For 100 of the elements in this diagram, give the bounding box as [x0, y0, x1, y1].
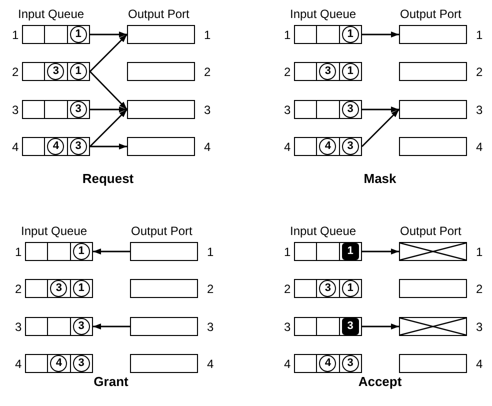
- row-number: 1: [204, 28, 211, 42]
- highlighted-number: 3: [342, 318, 359, 335]
- column-heading: Input Queue: [290, 7, 356, 21]
- arrow: [90, 106, 127, 112]
- input-queue-box: [25, 242, 93, 261]
- input-queue-box: [294, 354, 362, 373]
- crossed-output-port-box: [399, 242, 467, 261]
- panel-caption: Grant: [94, 375, 128, 389]
- crossed-output-port-box: [399, 317, 467, 336]
- circled-number: 1: [342, 63, 359, 80]
- column-heading: Output Port: [128, 7, 190, 21]
- circled-number: 4: [47, 138, 64, 155]
- row-number: 1: [476, 28, 483, 42]
- output-port-box: [127, 62, 195, 81]
- input-queue-box: [294, 62, 362, 81]
- row-number: 2: [284, 65, 291, 79]
- row-number: 3: [476, 320, 483, 334]
- circled-number: 1: [342, 280, 359, 297]
- input-queue-box: [294, 100, 362, 119]
- column-heading: Output Port: [400, 224, 462, 238]
- arrow: [90, 34, 128, 72]
- row-number: 4: [204, 140, 211, 154]
- arrow: [362, 324, 399, 330]
- row-number: 4: [476, 140, 483, 154]
- arrow: [90, 32, 127, 38]
- circled-number: 3: [70, 101, 87, 118]
- circled-number: 3: [319, 280, 336, 297]
- circled-number: 1: [342, 26, 359, 43]
- circled-number: 4: [50, 355, 68, 372]
- row-number: 2: [15, 282, 22, 296]
- input-queue-box: [294, 25, 362, 44]
- panel-caption: Request: [82, 172, 134, 186]
- row-number: 2: [12, 65, 19, 79]
- highlighted-number: 1: [342, 243, 359, 260]
- circled-number: 3: [47, 63, 64, 80]
- arrow: [362, 109, 400, 147]
- arrow: [362, 32, 399, 38]
- row-number: 2: [476, 282, 483, 296]
- input-queue-box: [294, 279, 362, 298]
- input-queue-box: [294, 137, 362, 156]
- input-queue-box: [294, 317, 362, 336]
- row-number: 1: [284, 245, 291, 259]
- circled-number: 1: [72, 280, 90, 297]
- column-heading: Input Queue: [290, 224, 356, 238]
- row-number: 3: [12, 103, 19, 117]
- column-heading: Input Queue: [21, 224, 88, 238]
- row-number: 1: [476, 245, 483, 259]
- circled-number: 3: [342, 101, 359, 118]
- input-queue-box: [22, 25, 90, 44]
- output-port-box: [127, 25, 195, 44]
- column-heading: Input Queue: [18, 7, 84, 21]
- arrow: [93, 324, 130, 330]
- circled-number: 1: [72, 243, 90, 260]
- output-port-box: [130, 279, 198, 298]
- row-number: 3: [284, 103, 291, 117]
- output-port-box: [130, 242, 198, 261]
- output-port-box: [399, 25, 467, 44]
- arrow: [90, 144, 127, 150]
- circled-number: 3: [342, 355, 359, 372]
- panel-caption: Mask: [364, 172, 396, 186]
- row-number: 1: [15, 245, 22, 259]
- output-port-box: [127, 100, 195, 119]
- circled-number: 3: [342, 138, 359, 155]
- row-number: 2: [476, 65, 483, 79]
- row-number: 1: [284, 28, 291, 42]
- circled-number: 4: [319, 355, 336, 372]
- output-port-box: [399, 100, 467, 119]
- output-port-box: [130, 317, 198, 336]
- circled-number: 3: [319, 63, 336, 80]
- input-queue-box: [22, 100, 90, 119]
- arrow: [90, 71, 128, 110]
- column-heading: Output Port: [131, 224, 192, 238]
- arrow: [90, 109, 128, 147]
- input-queue-box: [25, 317, 93, 336]
- circled-number: 3: [72, 355, 90, 372]
- circled-number: 3: [72, 318, 90, 335]
- row-number: 3: [284, 320, 291, 334]
- input-queue-box: [22, 137, 90, 156]
- row-number: 3: [476, 103, 483, 117]
- input-queue-box: [25, 279, 93, 298]
- row-number: 4: [284, 140, 291, 154]
- arrow: [93, 248, 130, 254]
- row-number: 1: [207, 245, 214, 259]
- row-number: 2: [207, 282, 214, 296]
- row-number: 3: [204, 103, 211, 117]
- output-port-box: [399, 62, 467, 81]
- output-port-box: [130, 354, 198, 373]
- row-number: 3: [15, 320, 22, 334]
- input-queue-box: [294, 242, 362, 261]
- row-number: 4: [207, 357, 214, 371]
- row-number: 2: [284, 282, 291, 296]
- arrow: [362, 248, 399, 254]
- circled-number: 3: [70, 138, 87, 155]
- output-port-box: [127, 137, 195, 156]
- arrow: [362, 106, 399, 112]
- circled-number: 4: [319, 138, 336, 155]
- row-number: 4: [12, 140, 19, 154]
- row-number: 2: [204, 65, 211, 79]
- input-queue-box: [22, 62, 90, 81]
- output-port-box: [399, 137, 467, 156]
